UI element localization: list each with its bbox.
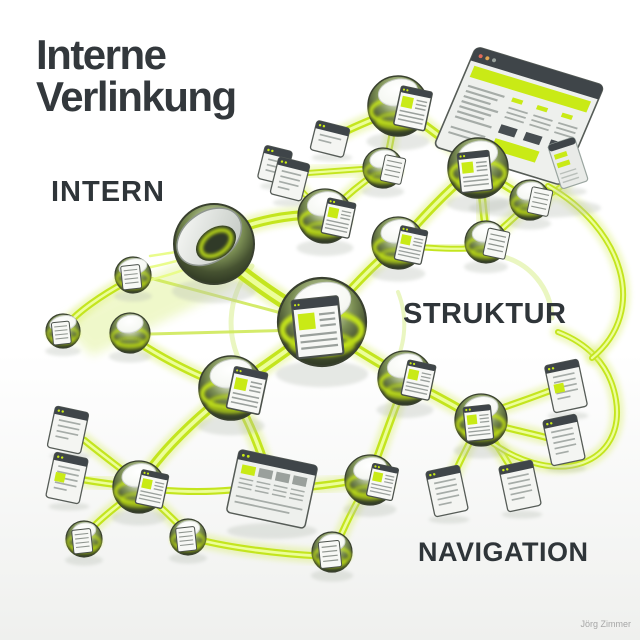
page-node (454, 393, 508, 447)
page-node (198, 355, 269, 421)
page-card (46, 405, 90, 455)
node-doc (526, 186, 554, 217)
node-doc (317, 539, 343, 569)
page-node (311, 531, 353, 573)
page-card (45, 451, 89, 505)
page-node (377, 350, 437, 406)
page-node (169, 518, 207, 556)
page-title: Interne Verlinkung (36, 31, 237, 120)
node-doc (175, 526, 198, 553)
page-node (65, 520, 103, 558)
node-doc (365, 462, 400, 502)
page-node (371, 216, 429, 270)
label-intern: INTERN (51, 176, 165, 208)
node-doc (400, 359, 437, 401)
node-doc (379, 154, 407, 185)
page-node (509, 179, 554, 221)
page-card (498, 459, 542, 513)
page-card (547, 136, 589, 190)
page-node (109, 312, 151, 354)
page-node (45, 313, 81, 349)
page-node (344, 454, 400, 506)
node-doc (393, 85, 433, 132)
title-line-1: Interne (36, 31, 167, 78)
label-navigation: NAVIGATION (418, 537, 589, 567)
node-doc (120, 264, 143, 291)
page-node (464, 220, 511, 264)
node-doc (482, 227, 511, 260)
page-node (114, 256, 152, 294)
page-node (367, 75, 433, 137)
node-doc (225, 366, 269, 416)
page-node (112, 460, 170, 514)
page-node (276, 276, 368, 368)
page-card (425, 464, 469, 518)
page-card (269, 156, 311, 202)
title-line-2: Verlinkung (36, 73, 237, 120)
page-card (542, 413, 586, 467)
page-node (297, 188, 357, 244)
credit-author: Jörg Zimmer (580, 619, 631, 629)
node-doc (134, 469, 170, 509)
node-doc (290, 295, 345, 360)
node-doc (320, 197, 357, 239)
page-node (447, 137, 509, 199)
page-card (544, 358, 588, 414)
hub-funnel-node (173, 203, 255, 285)
node-doc (456, 149, 494, 194)
node-doc (462, 404, 495, 442)
page-card (309, 120, 351, 158)
browser-window-grid (226, 449, 318, 529)
node-doc (71, 528, 94, 555)
node-doc (393, 225, 429, 265)
node-doc (50, 320, 72, 346)
page-node (362, 147, 407, 189)
label-struktur: STRUKTUR (403, 298, 567, 330)
